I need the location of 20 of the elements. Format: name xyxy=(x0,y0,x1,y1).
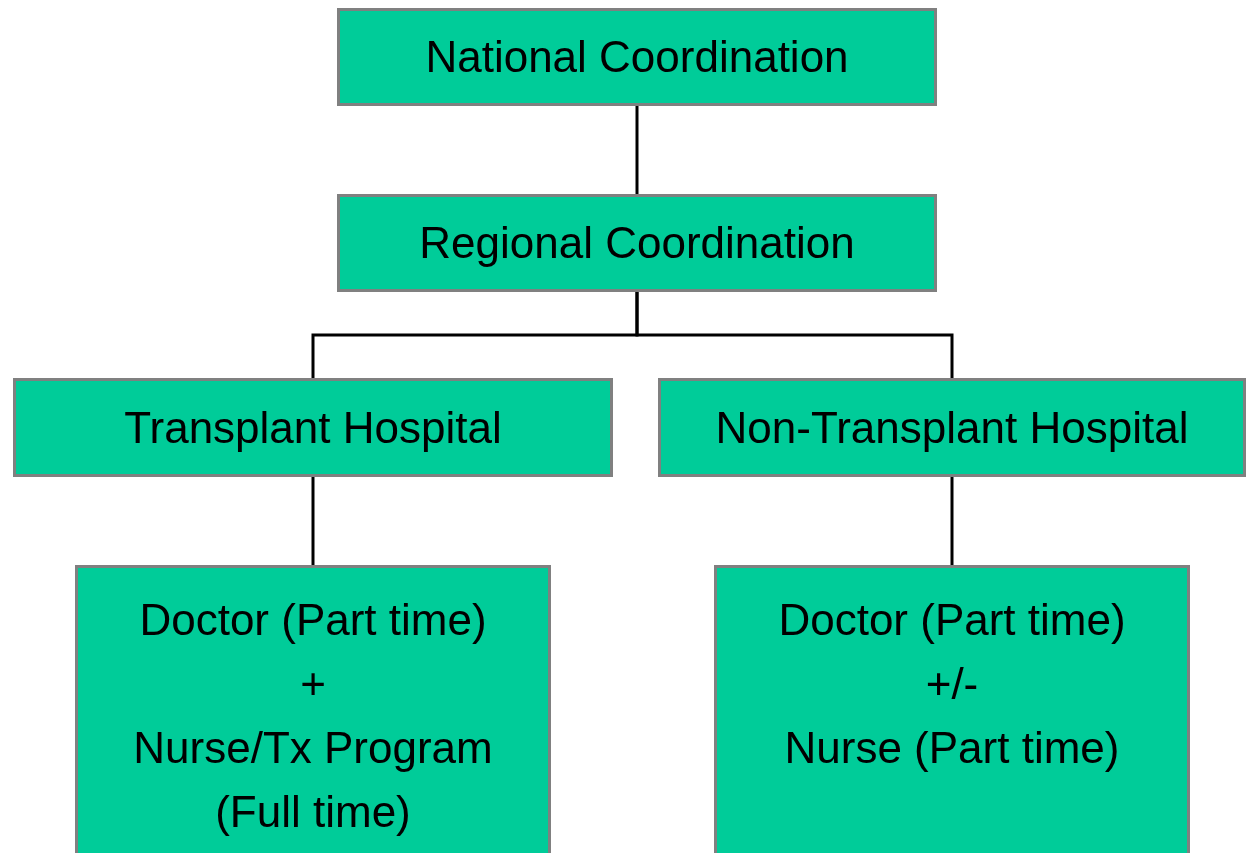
org-box xyxy=(658,378,1246,477)
box-label: Nurse/Tx Program (Full time) xyxy=(132,722,494,838)
box-label: Transplant Hospital xyxy=(124,401,502,454)
org-box xyxy=(337,194,937,292)
box-label: +/- xyxy=(925,658,979,710)
connector-line xyxy=(635,292,954,378)
org-box xyxy=(714,565,1190,853)
connector-line xyxy=(950,477,954,565)
box-label: + xyxy=(300,658,326,710)
org-box xyxy=(337,8,937,106)
box-label: National Coordination xyxy=(425,31,849,83)
org-box xyxy=(13,378,613,477)
org-box xyxy=(75,565,551,853)
connector-line xyxy=(311,477,315,565)
box-label: Nurse (Part time) xyxy=(784,722,1120,774)
box-label: Doctor (Part time) xyxy=(139,594,487,646)
box-label: Non-Transplant Hospital xyxy=(715,401,1189,454)
box-label: Doctor (Part time) xyxy=(778,594,1126,646)
box-label: Regional Coordination xyxy=(419,217,855,269)
connector-line xyxy=(635,106,639,194)
